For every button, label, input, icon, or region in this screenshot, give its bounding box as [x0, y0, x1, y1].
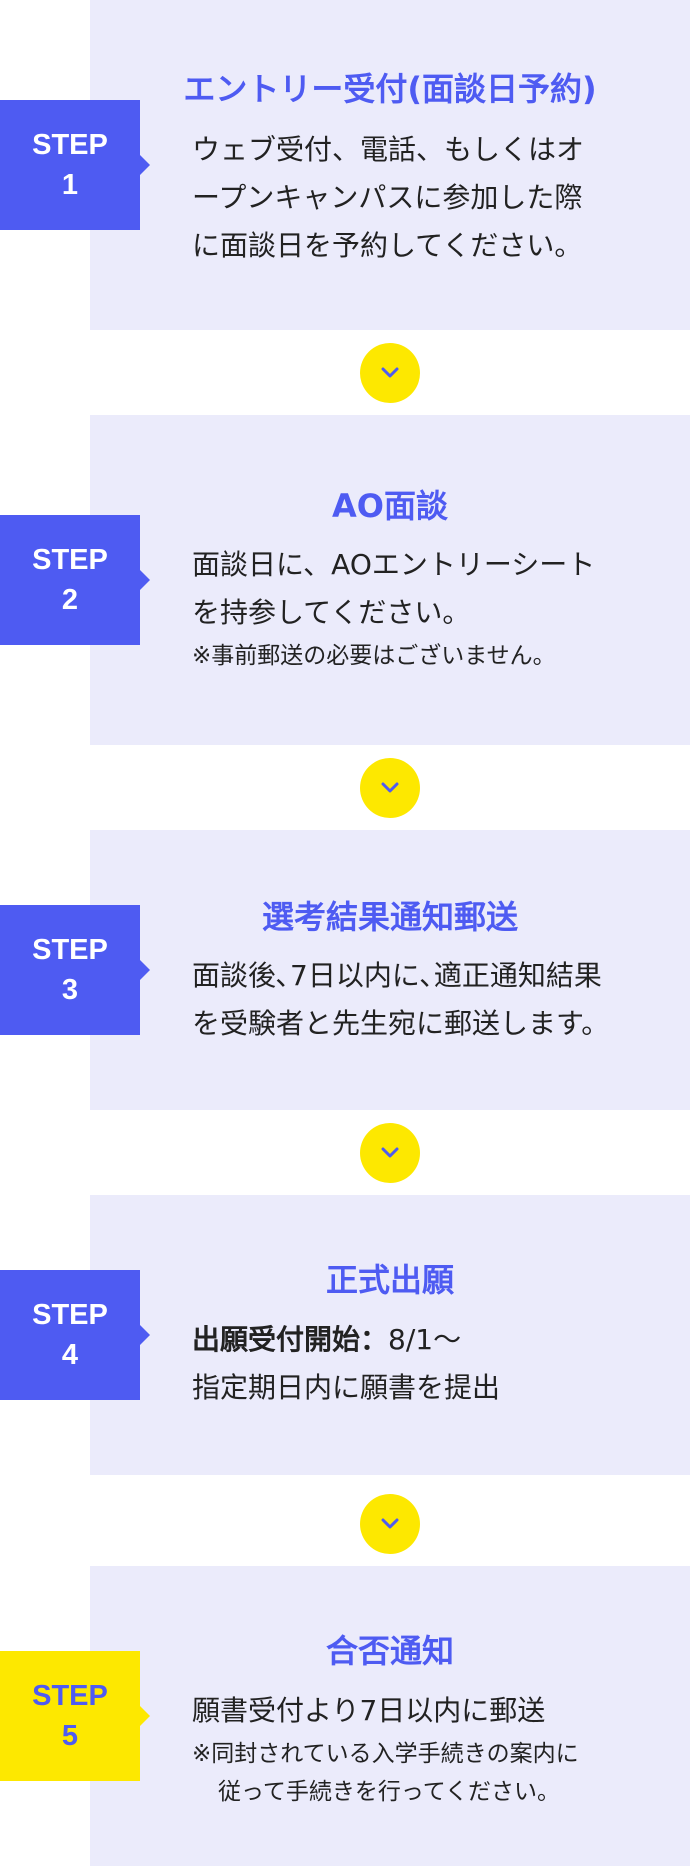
step-1-badge: STEP 1 [0, 100, 150, 230]
step-3-badge-word: STEP [32, 934, 108, 966]
step-1-connector [360, 343, 420, 403]
step-2-badge-number: 2 [61, 584, 79, 616]
step-4-schedule-value: 8/1〜 [388, 1323, 462, 1356]
step-5-title: 合否通知 [325, 1632, 454, 1670]
step-1-panel [90, 0, 690, 330]
step-3-badge: STEP 3 [0, 905, 150, 1035]
step-2-connector [360, 758, 420, 818]
step-2-panel [90, 415, 690, 745]
step-2-note: ※事前郵送の必要はございません。 [192, 643, 556, 669]
step-1-title: エントリー受付(面談日予約) [183, 70, 597, 108]
step-2-badge: STEP 2 [0, 515, 150, 645]
step-5-note-1: ※同封されている入学手続きの案内に [192, 1741, 579, 1767]
step-2-line-1: 面談日に、AOエントリーシート [192, 548, 596, 581]
step-3-title: 選考結果通知郵送 [261, 898, 518, 936]
step-5-panel [90, 1566, 690, 1866]
step-4-connector [360, 1494, 420, 1554]
step-2-title: AO面談 [332, 487, 448, 525]
step-3-panel [90, 830, 690, 1110]
step-1-badge-word: STEP [32, 129, 108, 161]
step-5-badge: STEP 5 [0, 1651, 150, 1781]
step-4-badge-number: 4 [61, 1339, 79, 1371]
step-5-badge-number: 5 [61, 1720, 79, 1752]
step-1-line-1: ウェブ受付、電話、もしくはオ [192, 133, 585, 166]
step-4-panel [90, 1195, 690, 1475]
step-1-description: ウェブ受付、電話、もしくはオ ープンキャンパスに参加した際 に面談日を予約してく… [192, 126, 662, 270]
step-2-description: 面談日に、AOエントリーシート を持参してください。 ※事前郵送の必要はございま… [192, 541, 662, 675]
step-4-title: 正式出願 [325, 1261, 454, 1299]
chevron-down-icon [381, 1518, 399, 1529]
step-3-connector [360, 1123, 420, 1183]
chevron-down-icon [381, 782, 399, 793]
chevron-down-icon [381, 367, 399, 378]
step-4-line-1: 指定期日内に願書を提出 [192, 1371, 501, 1404]
step-4-badge-word: STEP [32, 1299, 108, 1331]
step-1-line-2: ープンキャンパスに参加した際 [192, 181, 583, 214]
step-3-line-2: を受験者と先生宛に郵送します。 [192, 1007, 610, 1040]
step-2-badge-word: STEP [32, 544, 108, 576]
step-3-description: 面談後､7日以内に､適正通知結果 を受験者と先生宛に郵送します。 [192, 952, 662, 1048]
step-5-note-2: 従って手続きを行ってください。 [218, 1779, 561, 1805]
step-5-description: 願書受付より7日以内に郵送 ※同封されている入学手続きの案内に 従って手続きを行… [192, 1687, 662, 1811]
step-5-badge-word: STEP [32, 1680, 108, 1712]
step-5-line-1: 願書受付より7日以内に郵送 [192, 1694, 546, 1727]
step-1-badge-number: 1 [61, 169, 79, 201]
step-4-description: 出願受付開始：8/1〜 指定期日内に願書を提出 [192, 1316, 662, 1412]
chevron-down-icon [381, 1147, 399, 1158]
step-4-badge: STEP 4 [0, 1270, 150, 1400]
step-3-line-1: 面談後､7日以内に､適正通知結果 [192, 959, 602, 992]
step-3-badge-number: 3 [61, 974, 79, 1006]
step-2-line-2: を持参してください。 [192, 596, 471, 629]
step-4-schedule-label: 出願受付開始： [192, 1323, 389, 1356]
step-4-schedule-line: 出願受付開始：8/1〜 [192, 1316, 662, 1364]
step-1-line-3: に面談日を予約してください。 [192, 229, 583, 262]
